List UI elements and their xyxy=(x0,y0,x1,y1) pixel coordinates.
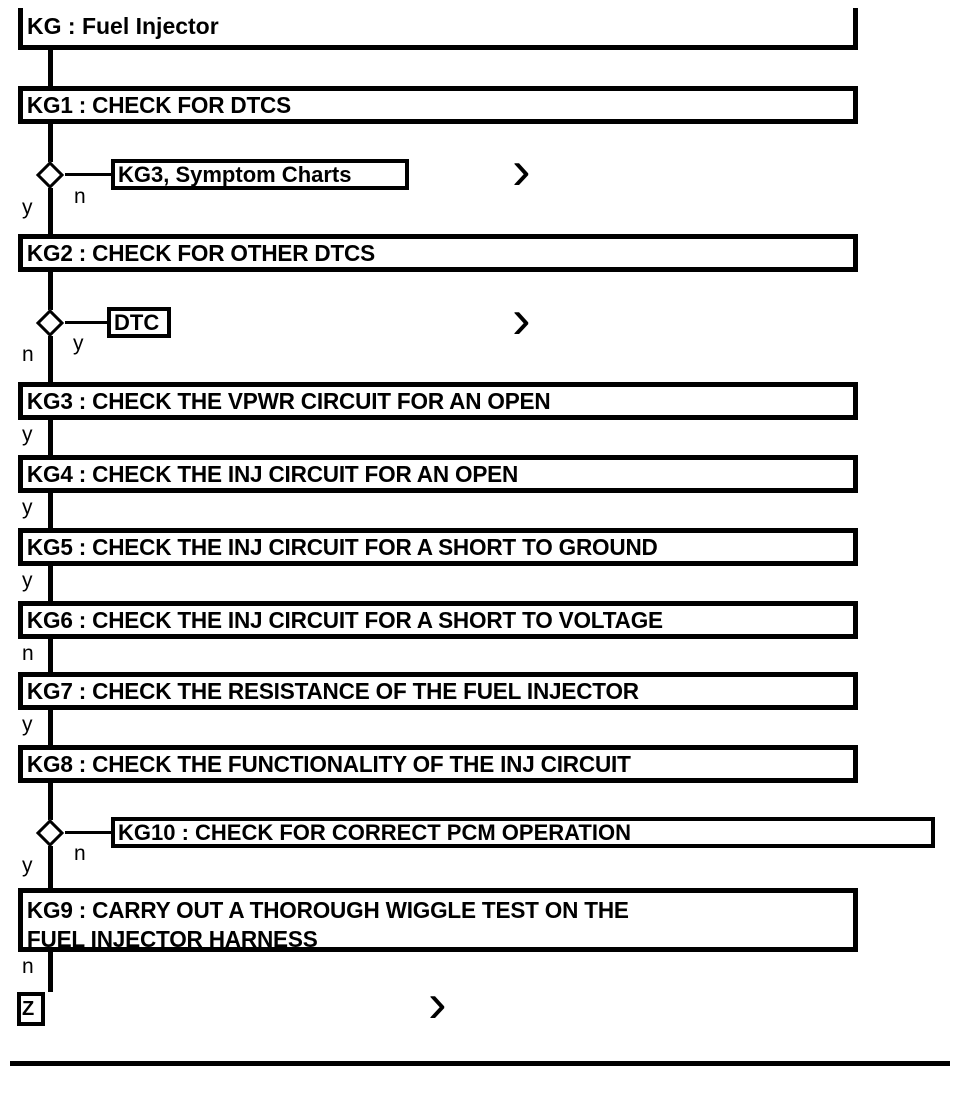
branch-label-kg7-yes: y xyxy=(22,713,33,736)
step-label-kg3: KG3 : CHECK THE VPWR CIRCUIT FOR AN OPEN xyxy=(26,387,551,414)
step-label-kg6: KG6 : CHECK THE INJ CIRCUIT FOR A SHORT … xyxy=(26,606,663,633)
chart-title-box: KG : Fuel Injector xyxy=(18,8,858,50)
step-box-kg6[interactable]: KG6 : CHECK THE INJ CIRCUIT FOR A SHORT … xyxy=(18,601,858,639)
decision-diamond-3[interactable] xyxy=(35,818,65,848)
step-label-kg4: KG4 : CHECK THE INJ CIRCUIT FOR AN OPEN xyxy=(26,460,519,487)
diamond-shape xyxy=(35,818,65,848)
step-label-kg2: KG2 : CHECK FOR OTHER DTCS xyxy=(26,239,375,266)
step-box-kg9[interactable]: KG9 : CARRY OUT A THOROUGH WIGGLE TEST O… xyxy=(18,888,858,952)
branch-label-kg9-no: n xyxy=(22,955,34,978)
diamond-shape xyxy=(35,308,65,338)
reference-box-dtc[interactable]: DTC xyxy=(107,307,171,338)
reference-label-symptom-charts: KG3, Symptom Charts xyxy=(118,161,352,187)
connector-kg7-kg8 xyxy=(48,710,53,746)
diamond-shape xyxy=(35,160,65,190)
connector-kg9-z xyxy=(48,952,53,992)
connector-d3-kg9 xyxy=(48,846,53,890)
connector-d3-kg10 xyxy=(65,831,113,834)
branch-label-kg6-no: n xyxy=(22,642,34,665)
connector-title-kg1 xyxy=(48,50,53,88)
step-box-kg4[interactable]: KG4 : CHECK THE INJ CIRCUIT FOR AN OPEN xyxy=(18,455,858,493)
reference-box-z[interactable]: Z xyxy=(17,992,45,1026)
decision-diamond-1[interactable] xyxy=(35,160,65,190)
step-label-kg7: KG7 : CHECK THE RESISTANCE OF THE FUEL I… xyxy=(26,677,639,704)
step-box-kg2[interactable]: KG2 : CHECK FOR OTHER DTCS xyxy=(18,234,858,272)
connector-kg5-kg6 xyxy=(48,566,53,602)
connector-kg2-d2 xyxy=(48,272,53,310)
step-label-kg9: KG9 : CARRY OUT A THOROUGH WIGGLE TEST O… xyxy=(26,897,629,952)
branch-label-kg4-yes: y xyxy=(22,496,33,519)
branch-label-kg3-yes: y xyxy=(22,423,33,446)
chevron-right-icon-3: › xyxy=(428,971,447,1034)
step-box-kg3[interactable]: KG3 : CHECK THE VPWR CIRCUIT FOR AN OPEN xyxy=(18,382,858,420)
branch-label-d1-no: n xyxy=(74,185,86,208)
branch-label-d2-yes: y xyxy=(73,332,84,355)
step-box-kg5[interactable]: KG5 : CHECK THE INJ CIRCUIT FOR A SHORT … xyxy=(18,528,858,566)
branch-label-d2-no: n xyxy=(22,343,34,366)
connector-kg4-kg5 xyxy=(48,493,53,529)
step-box-kg1[interactable]: KG1 : CHECK FOR DTCS xyxy=(18,86,858,124)
step-label-kg8: KG8 : CHECK THE FUNCTIONALITY OF THE INJ… xyxy=(26,750,631,777)
reference-label-dtc: DTC xyxy=(114,309,160,335)
step-label-kg5: KG5 : CHECK THE INJ CIRCUIT FOR A SHORT … xyxy=(26,533,658,560)
connector-kg8-d3 xyxy=(48,783,53,820)
decision-diamond-2[interactable] xyxy=(35,308,65,338)
connector-kg1-d1 xyxy=(48,124,53,162)
step-label-kg1: KG1 : CHECK FOR DTCS xyxy=(26,91,291,118)
reference-box-symptom-charts[interactable]: KG3, Symptom Charts xyxy=(111,159,409,190)
branch-label-kg5-yes: y xyxy=(22,569,33,592)
footer-divider xyxy=(10,1061,950,1066)
branch-label-d1-yes: y xyxy=(22,196,33,219)
connector-kg6-kg7 xyxy=(48,639,53,675)
branch-label-d3-no: n xyxy=(74,842,86,865)
connector-d2-kg3 xyxy=(48,336,53,383)
page-title: KG : Fuel Injector xyxy=(27,13,219,39)
step-box-kg8[interactable]: KG8 : CHECK THE FUNCTIONALITY OF THE INJ… xyxy=(18,745,858,783)
chevron-right-icon-2: › xyxy=(512,287,531,350)
chevron-right-icon-1: › xyxy=(512,138,531,201)
connector-kg3-kg4 xyxy=(48,420,53,456)
connector-d2-dtc xyxy=(65,321,109,324)
connector-d1-kg2 xyxy=(48,188,53,235)
reference-label-kg10: KG10 : CHECK FOR CORRECT PCM OPERATION xyxy=(118,819,631,845)
branch-label-d3-yes: y xyxy=(22,854,33,877)
connector-d1-symptom-charts xyxy=(65,173,113,176)
step-box-kg7[interactable]: KG7 : CHECK THE RESISTANCE OF THE FUEL I… xyxy=(18,672,858,710)
reference-box-kg10[interactable]: KG10 : CHECK FOR CORRECT PCM OPERATION xyxy=(111,817,935,848)
reference-label-z: Z xyxy=(22,998,35,1020)
